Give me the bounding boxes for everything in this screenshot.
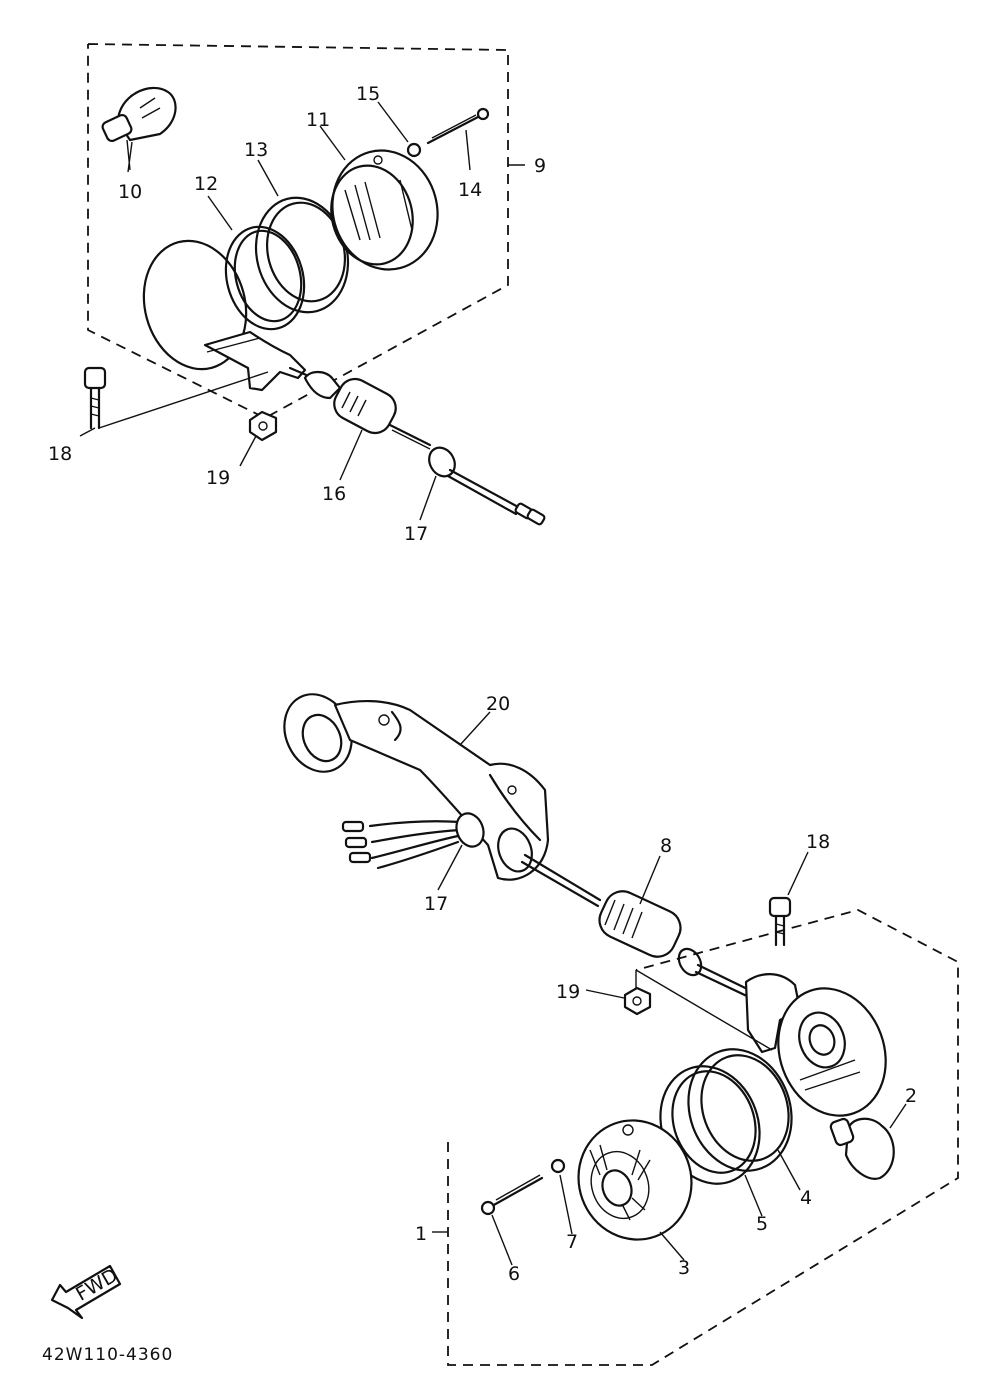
wire-harness xyxy=(341,820,602,908)
housing-11 xyxy=(330,149,439,271)
callout-4: 4 xyxy=(800,1187,812,1209)
lens-3 xyxy=(577,1119,693,1241)
fwd-label: FWD xyxy=(72,1264,121,1305)
callout-17-bottom: 17 xyxy=(424,893,448,915)
bulb-10 xyxy=(101,86,177,143)
callout-11: 11 xyxy=(306,109,330,131)
housing-back xyxy=(777,987,887,1117)
ring-12 xyxy=(224,225,306,331)
callout-7: 7 xyxy=(566,1231,578,1253)
bolt-18-top xyxy=(83,366,269,430)
grommet-17-bottom xyxy=(455,812,485,848)
callout-13: 13 xyxy=(244,139,268,161)
callout-12: 12 xyxy=(194,173,218,195)
stem-16 xyxy=(288,366,432,450)
nut-15 xyxy=(406,142,422,158)
diagram-code: 42W110-4360 xyxy=(42,1345,173,1365)
screw-14 xyxy=(426,114,482,145)
nut-19-top xyxy=(248,410,278,442)
screw-6 xyxy=(490,1176,544,1208)
callout-17-top: 17 xyxy=(404,523,428,545)
stem-8 xyxy=(598,890,772,1008)
top-assembly xyxy=(79,43,546,526)
grommet-17-top xyxy=(428,446,456,478)
callout-5: 5 xyxy=(756,1213,768,1235)
bottom-assembly xyxy=(283,693,959,1366)
callout-19-top: 19 xyxy=(206,467,230,489)
bolt-18-bottom xyxy=(768,896,792,947)
bulb-2 xyxy=(829,1117,895,1180)
callout-9: 9 xyxy=(534,155,546,177)
callout-6: 6 xyxy=(508,1263,520,1285)
callout-20: 20 xyxy=(486,693,510,715)
callout-18-bottom: 18 xyxy=(806,831,830,853)
nut-19-bottom xyxy=(623,986,652,1016)
callout-16: 16 xyxy=(322,483,346,505)
callout-8: 8 xyxy=(660,835,672,857)
callout-19-bottom: 19 xyxy=(556,981,580,1003)
callout-18-top: 18 xyxy=(48,443,72,465)
callouts: 1 2 3 4 5 6 7 8 9 10 11 12 13 14 15 16 1… xyxy=(48,83,917,1285)
callout-10: 10 xyxy=(118,181,142,203)
callout-1: 1 xyxy=(415,1223,427,1245)
callout-2: 2 xyxy=(905,1085,917,1107)
callout-15: 15 xyxy=(356,83,380,105)
assembly-9-boundary xyxy=(87,43,509,420)
bracket-20 xyxy=(283,693,550,881)
callout-3: 3 xyxy=(678,1257,690,1279)
callout-14: 14 xyxy=(458,179,482,201)
assembly-1-boundary xyxy=(447,909,959,1366)
nut-7 xyxy=(550,1158,566,1174)
lens-12-dome xyxy=(142,239,248,371)
fwd-arrow-icon: FWD xyxy=(50,1264,122,1320)
ring-4 xyxy=(687,1048,793,1172)
